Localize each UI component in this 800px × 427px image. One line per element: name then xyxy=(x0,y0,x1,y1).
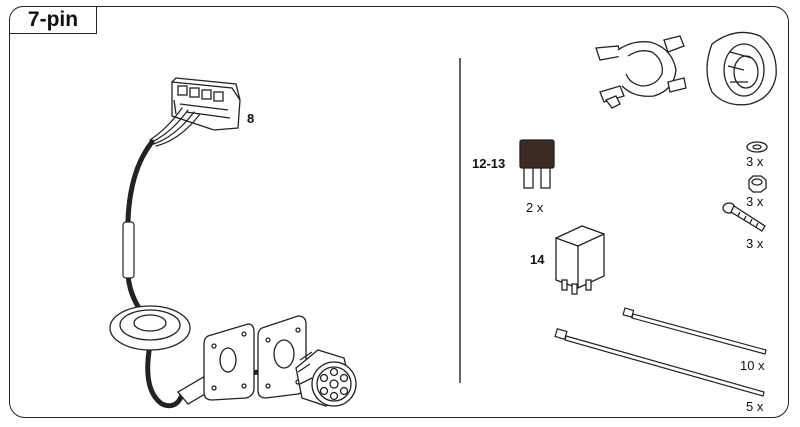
relay-number-label: 14 xyxy=(530,252,545,267)
washer-illustration xyxy=(746,141,768,153)
socket-7pin-illustration xyxy=(295,349,357,407)
screw-illustration xyxy=(722,202,766,232)
harness-sleeve xyxy=(122,221,135,279)
vehicle-connector-illustration xyxy=(171,77,241,131)
connector-number-label: 8 xyxy=(247,111,255,126)
washer-quantity-label: 3 x xyxy=(746,154,764,169)
mounting-bracket-illustration xyxy=(595,35,687,109)
nut-quantity-label: 3 x xyxy=(746,194,764,209)
screw-quantity-label: 3 x xyxy=(746,236,764,251)
hex-nut-illustration xyxy=(748,175,767,193)
page-title: 7-pin xyxy=(9,6,97,34)
short-cable-tie-illustration xyxy=(622,307,767,355)
blade-fuse-illustration xyxy=(519,139,555,189)
grommet-illustration xyxy=(109,305,191,351)
long-tie-quantity-label: 5 x xyxy=(746,399,764,414)
relay-illustration xyxy=(555,225,605,295)
socket-cover-illustration xyxy=(706,31,777,106)
short-tie-quantity-label: 10 x xyxy=(740,358,765,373)
fuse-number-label: 12-13 xyxy=(472,156,506,171)
fuse-quantity-label: 2 x xyxy=(526,200,544,215)
long-cable-tie-illustration xyxy=(554,328,765,397)
mounting-plate-illustration xyxy=(203,315,307,401)
